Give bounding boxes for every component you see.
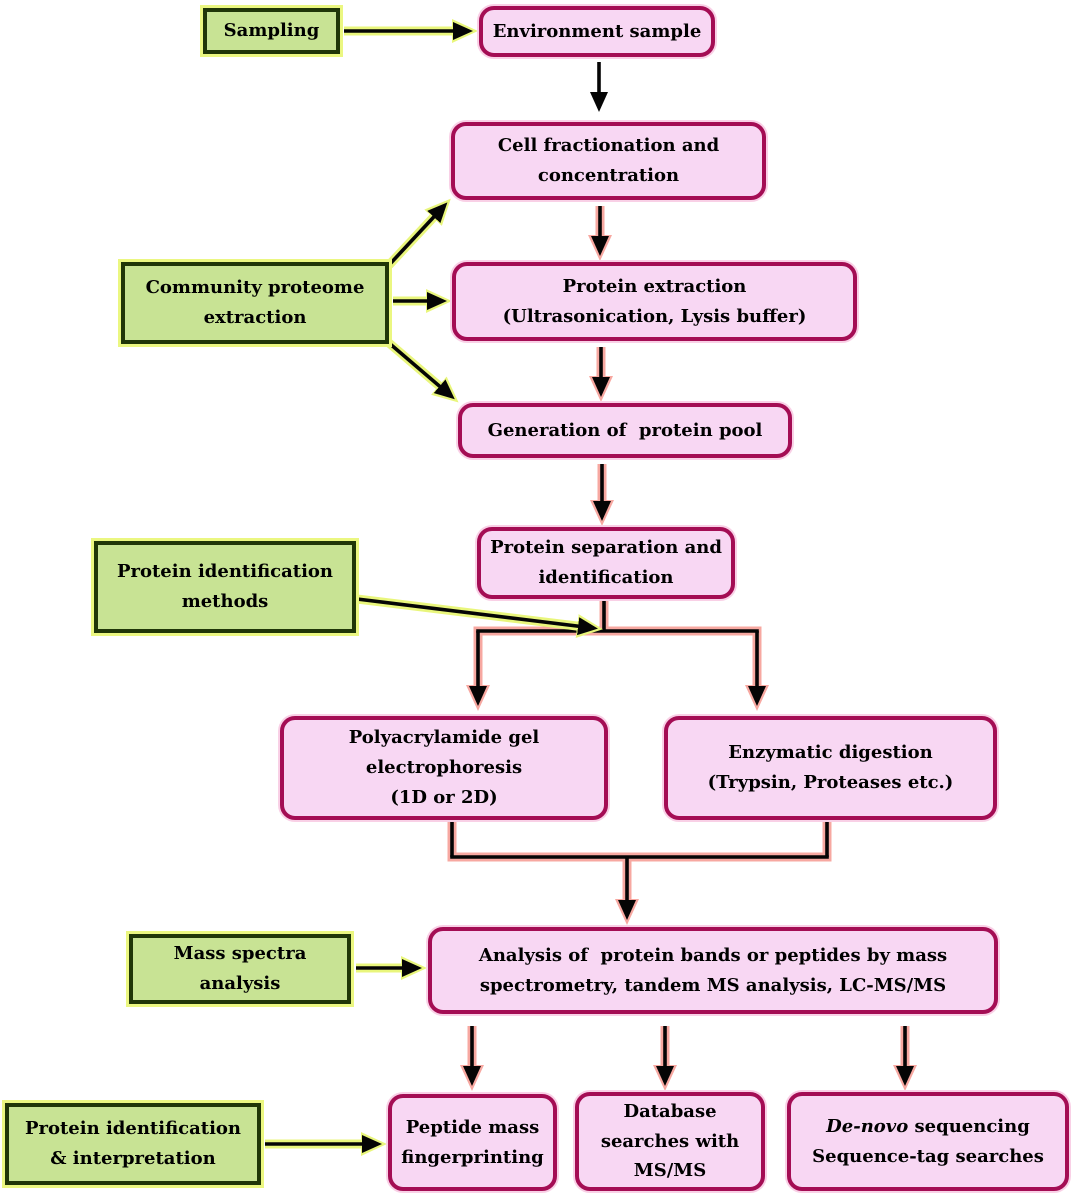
node-de-novo: De-novo sequencing Sequence-tag searches — [787, 1092, 1069, 1191]
node-ms-analysis: Analysis of protein bands or peptides by… — [428, 927, 998, 1014]
node-mass-spectra-analysis-label: Mass spectra analysis — [173, 943, 307, 994]
node-protein-extraction-label: Protein extraction (Ultrasonication, Lys… — [502, 275, 807, 327]
node-polyacrylamide-gel: Polyacrylamide gel electrophoresis (1D o… — [280, 716, 608, 820]
node-de-novo-label: De-novo sequencing Sequence-tag searches — [806, 1112, 1050, 1171]
node-enzymatic-digestion: Enzymatic digestion (Trypsin, Proteases … — [664, 716, 997, 820]
de-novo-italic-text: De-novo — [826, 1115, 909, 1137]
arrow-community-to-cellfractionation — [385, 198, 451, 269]
node-enzymatic-digestion-label: Enzymatic digestion (Trypsin, Proteases … — [707, 742, 954, 793]
node-protein-pool: Generation of protein pool — [458, 403, 792, 458]
node-ms-analysis-label: Analysis of protein bands or peptides by… — [478, 944, 948, 996]
arrow-community-to-pool — [386, 339, 459, 403]
node-protein-pool-label: Generation of protein pool — [487, 419, 763, 441]
node-cell-fractionation-label: Cell fractionation and concentration — [497, 135, 720, 186]
node-environment-sample: Environment sample — [479, 6, 715, 57]
node-protein-separation-label: Protein separation and identification — [490, 537, 722, 588]
node-polyacrylamide-gel-label: Polyacrylamide gel electrophoresis (1D o… — [348, 727, 540, 808]
arrow-merge-to-msanalysis — [447, 821, 832, 925]
node-mass-spectra-analysis: Mass spectra analysis — [129, 934, 351, 1004]
arrow-idmethods-to-branch — [356, 594, 603, 638]
node-sampling-label: Sampling — [223, 20, 320, 42]
arrow-separation-branch — [466, 600, 769, 711]
node-database-searches: Database searches with MS/MS — [575, 1092, 765, 1191]
node-community-proteome-extraction-label: Community proteome extraction — [145, 277, 365, 328]
node-protein-extraction: Protein extraction (Ultrasonication, Lys… — [452, 262, 857, 341]
node-database-searches-label: Database searches with MS/MS — [600, 1100, 740, 1182]
node-protein-identification-interpretation: Protein identification & interpretation — [5, 1103, 261, 1185]
node-protein-identification-methods: Protein identification methods — [94, 541, 356, 633]
node-protein-identification-methods-label: Protein identification methods — [116, 561, 334, 612]
node-community-proteome-extraction: Community proteome extraction — [121, 262, 389, 344]
node-peptide-mass-fingerprinting-label: Peptide mass fingerprinting — [401, 1116, 544, 1168]
de-novo-rest-text: sequencing Sequence-tag searches — [812, 1115, 1044, 1167]
node-peptide-mass-fingerprinting: Peptide mass fingerprinting — [388, 1094, 557, 1191]
node-sampling: Sampling — [203, 8, 340, 54]
node-environment-sample-label: Environment sample — [492, 20, 702, 42]
node-protein-separation: Protein separation and identification — [477, 527, 735, 599]
node-protein-identification-interpretation-label: Protein identification & interpretation — [24, 1118, 242, 1169]
node-cell-fractionation: Cell fractionation and concentration — [451, 122, 766, 200]
